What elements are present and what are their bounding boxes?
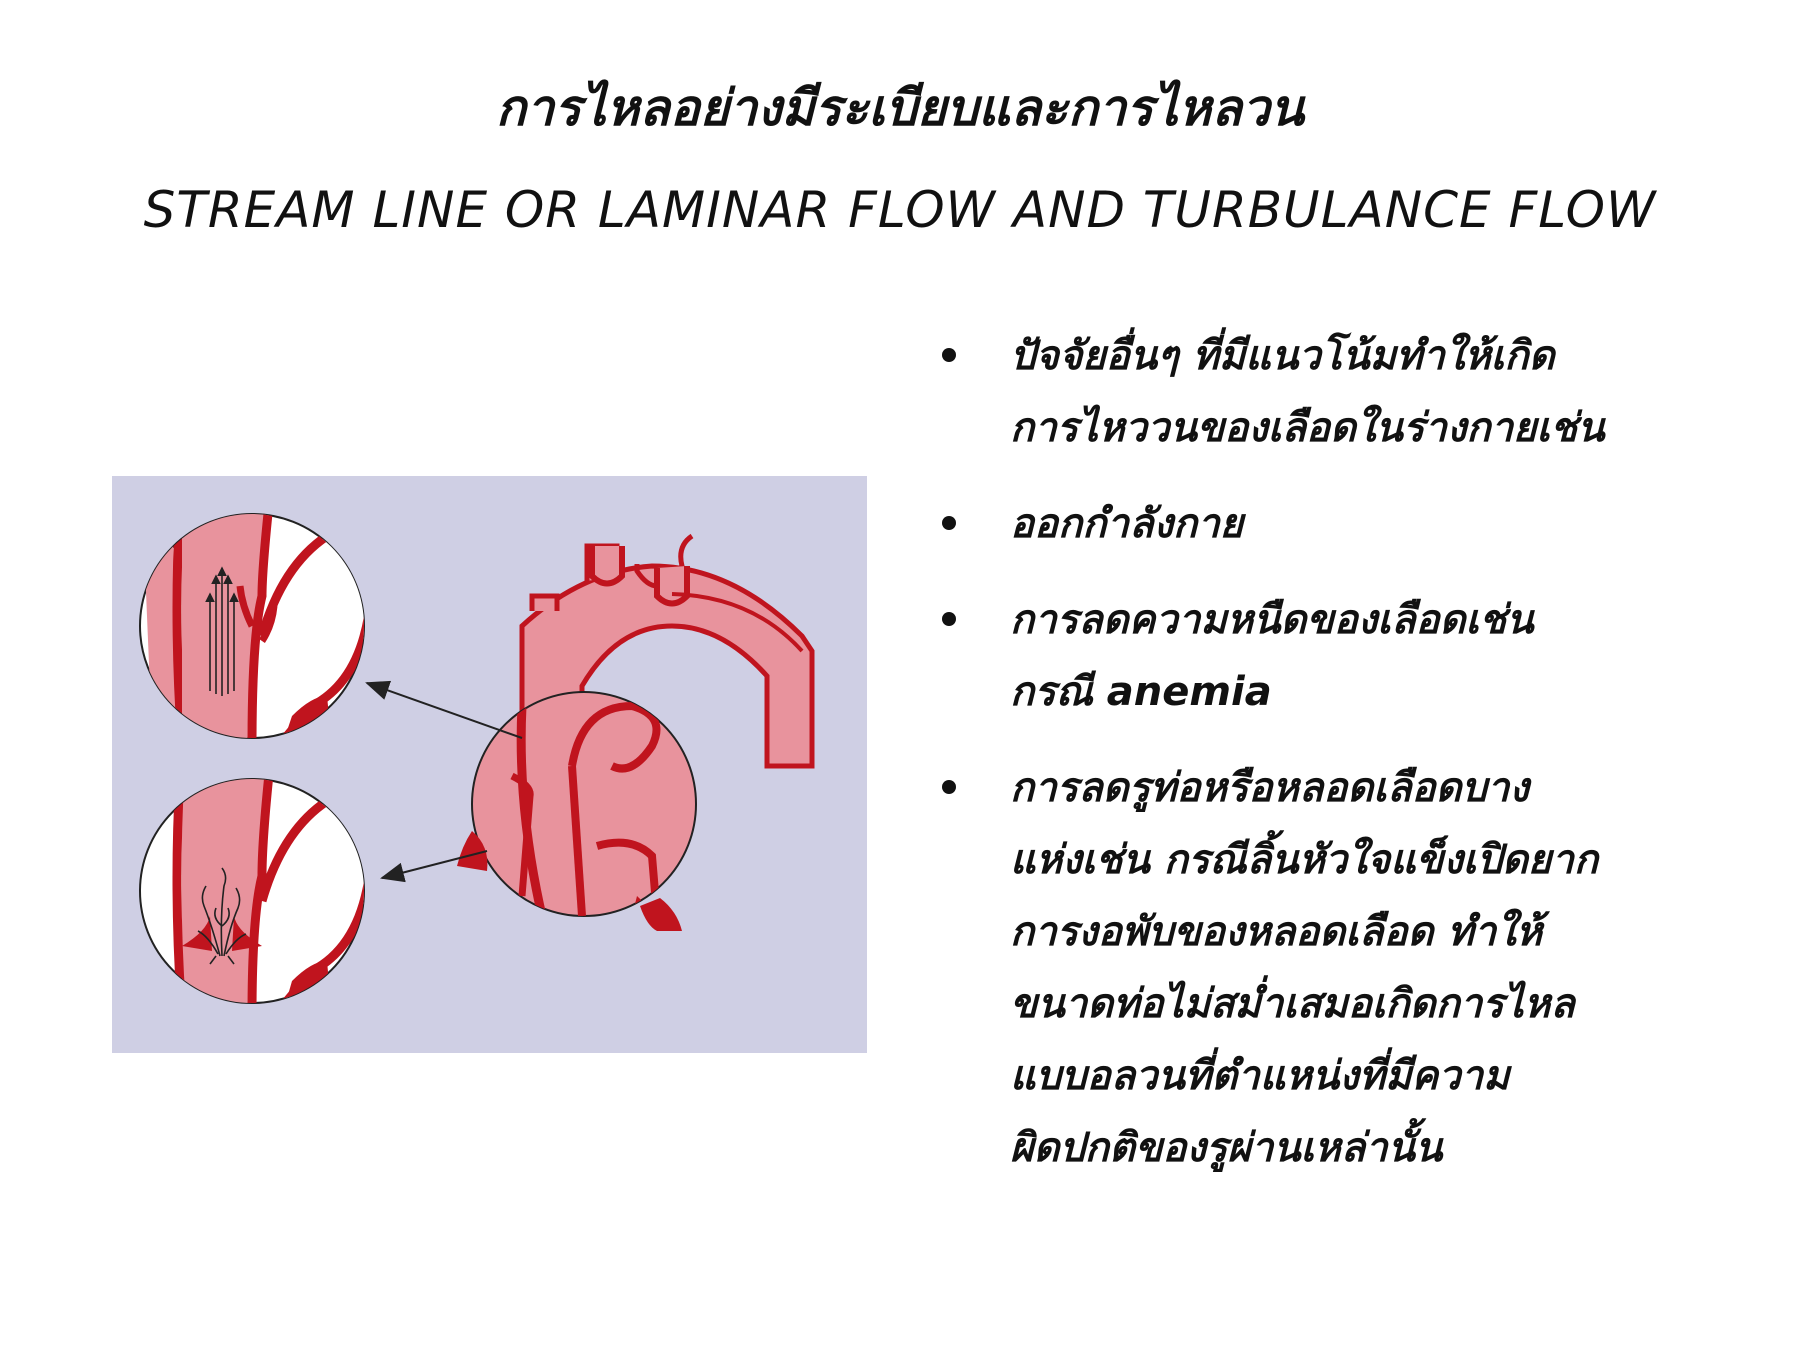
bullet-text: ปัจจัยอื่นๆ ที่มีแนวโน้มทำให้เกิด การไหว…	[1010, 333, 1605, 451]
pointer-arrow-icon	[380, 850, 488, 883]
bullet-item: การลดรูท่อหรือหลอดเลือดบาง แห่งเช่น กรณี…	[930, 752, 1730, 1184]
bullet-dot-icon	[942, 516, 956, 530]
bullet-dot-icon	[942, 612, 956, 626]
bullet-item: การลดความหนืดของเลือดเช่น กรณี anemia	[930, 584, 1730, 728]
bullet-dot-icon	[942, 348, 956, 362]
laminar-flow-circle	[139, 513, 365, 739]
slide-title-english: STREAM LINE OR LAMINAR FLOW AND TURBULAN…	[143, 181, 1657, 239]
bullet-dot-icon	[942, 780, 956, 794]
turbulent-flow-icon	[197, 867, 247, 965]
bullet-item: ออกกำลังกาย	[930, 488, 1730, 560]
bullet-text: การลดความหนืดของเลือดเช่น กรณี anemia	[1010, 597, 1534, 715]
aortic-arch	[519, 533, 815, 781]
turbulent-flow-circle	[139, 778, 365, 1004]
pointer-arrow-icon	[365, 680, 523, 739]
blood-flow-illustration	[112, 476, 867, 1053]
bullet-text: ออกกำลังกาย	[1010, 501, 1244, 547]
bullet-list: ปัจจัยอื่นๆ ที่มีแนวโน้มทำให้เกิด การไหว…	[930, 320, 1730, 1208]
laminar-flow-arrows-icon	[205, 566, 239, 696]
heart-valve-circle	[457, 691, 697, 931]
slide-title-thai: การไหลอย่างมีระเบียบและการไหลวน	[495, 79, 1305, 137]
bullet-item: ปัจจัยอื่นๆ ที่มีแนวโน้มทำให้เกิด การไหว…	[930, 320, 1730, 464]
bullet-text: การลดรูท่อหรือหลอดเลือดบาง แห่งเช่น กรณี…	[1010, 765, 1599, 1171]
